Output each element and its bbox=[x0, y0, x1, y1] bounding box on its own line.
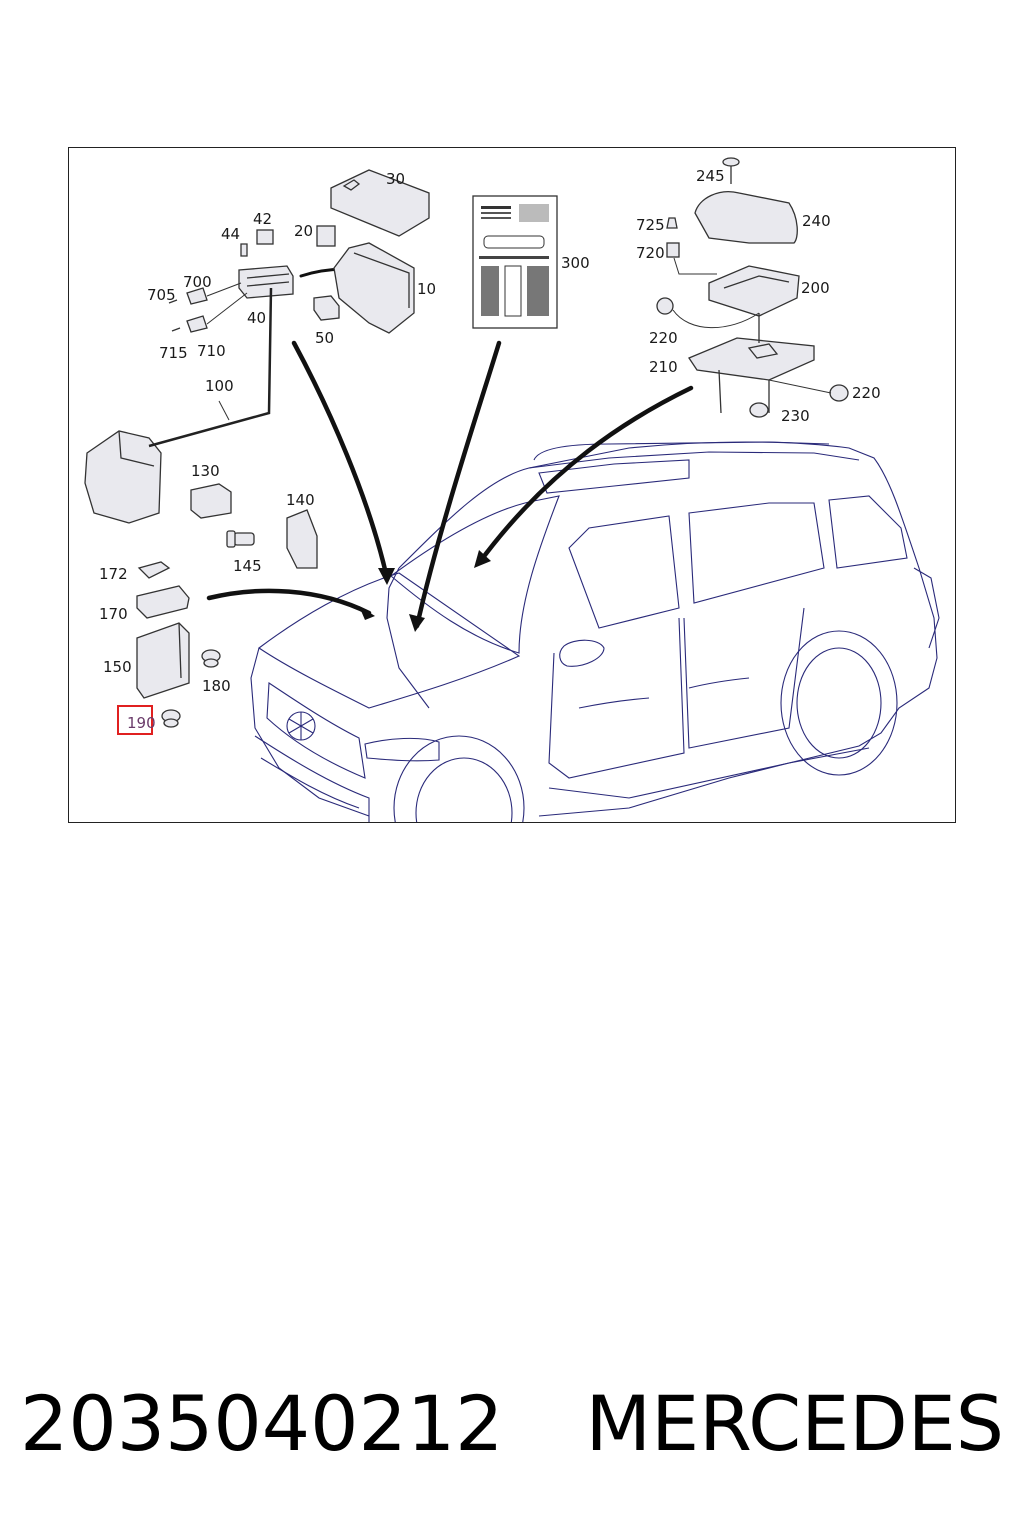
callout-10: 10 bbox=[417, 280, 436, 298]
callout-190: 190 bbox=[127, 714, 156, 732]
washer-220-top bbox=[656, 297, 760, 329]
callout-20: 20 bbox=[294, 222, 313, 240]
callout-150: 150 bbox=[103, 658, 132, 676]
callout-240: 240 bbox=[802, 212, 831, 230]
callout-170: 170 bbox=[99, 605, 128, 623]
arrow-relay-box-to-engine-bay bbox=[206, 588, 372, 616]
callout-40: 40 bbox=[247, 309, 266, 327]
callout-172: 172 bbox=[99, 565, 128, 583]
callout-300: 300 bbox=[561, 254, 590, 272]
callout-220-top: 220 bbox=[649, 329, 678, 347]
bracket-150 bbox=[136, 622, 190, 699]
parts-diagram-frame: 30 10 20 42 44 40 50 700 705 710 715 100… bbox=[68, 147, 956, 823]
callout-705: 705 bbox=[147, 286, 176, 304]
relay-20 bbox=[316, 225, 336, 247]
grommet-180 bbox=[201, 649, 221, 668]
mounting-bracket-210 bbox=[688, 313, 815, 414]
fuse-box-cover-30 bbox=[330, 169, 430, 237]
part-footer: 2035040212 MERCEDES bbox=[20, 1368, 1004, 1478]
bolt-145 bbox=[226, 530, 255, 548]
vehicle-illustration bbox=[250, 441, 940, 822]
callout-725: 725 bbox=[636, 216, 665, 234]
fuse-box-housing-10 bbox=[333, 242, 415, 334]
cover-240 bbox=[694, 191, 798, 244]
cover-172 bbox=[137, 561, 171, 579]
module-130 bbox=[190, 483, 232, 519]
clip-245 bbox=[722, 157, 740, 184]
grommet-190 bbox=[161, 709, 181, 728]
assembly-arrows bbox=[206, 263, 694, 632]
callout-700: 700 bbox=[183, 273, 212, 291]
clip-720 bbox=[666, 242, 717, 275]
callout-230: 230 bbox=[781, 407, 810, 425]
arrow-module-to-interior bbox=[476, 385, 694, 566]
callout-130: 130 bbox=[191, 462, 220, 480]
bracket-140 bbox=[286, 509, 318, 569]
callout-140: 140 bbox=[286, 491, 315, 509]
highlight-box-190 bbox=[117, 705, 153, 735]
callout-50: 50 bbox=[315, 329, 334, 347]
control-module-200 bbox=[708, 265, 800, 317]
callout-labels: 30 10 20 42 44 40 50 700 705 710 715 100… bbox=[99, 167, 881, 735]
callout-245: 245 bbox=[696, 167, 725, 185]
relay-42 bbox=[256, 229, 274, 245]
arrow-label-to-hood bbox=[414, 340, 502, 629]
callout-720: 720 bbox=[636, 244, 665, 262]
callout-180: 180 bbox=[202, 677, 231, 695]
callout-30: 30 bbox=[386, 170, 405, 188]
callout-715: 715 bbox=[159, 344, 188, 362]
fuse-44 bbox=[240, 243, 248, 257]
callout-44: 44 bbox=[221, 225, 240, 243]
parts-diagram: 30 10 20 42 44 40 50 700 705 710 715 100… bbox=[84, 157, 940, 822]
terminal-block-40 bbox=[238, 265, 294, 299]
arrow-fusebox-to-engine-bay bbox=[291, 340, 390, 581]
brand-name: MERCEDES bbox=[585, 1378, 1004, 1468]
callout-210: 210 bbox=[649, 358, 678, 376]
connectors-700-710 bbox=[168, 282, 248, 333]
fuse-label-300 bbox=[472, 195, 558, 329]
callout-220-bottom: 220 bbox=[852, 384, 881, 402]
clip-725 bbox=[666, 217, 678, 229]
relay-box-100 bbox=[84, 287, 273, 524]
callout-200: 200 bbox=[801, 279, 830, 297]
callout-145: 145 bbox=[233, 557, 262, 575]
callout-42: 42 bbox=[253, 210, 272, 228]
part-number: 2035040212 bbox=[20, 1378, 504, 1468]
nut-220-bottom bbox=[768, 379, 849, 402]
relay-carrier-170 bbox=[136, 585, 190, 619]
bolt-230 bbox=[749, 402, 769, 418]
callout-710: 710 bbox=[197, 342, 226, 360]
connector-50 bbox=[313, 295, 340, 321]
callout-100: 100 bbox=[205, 377, 234, 395]
